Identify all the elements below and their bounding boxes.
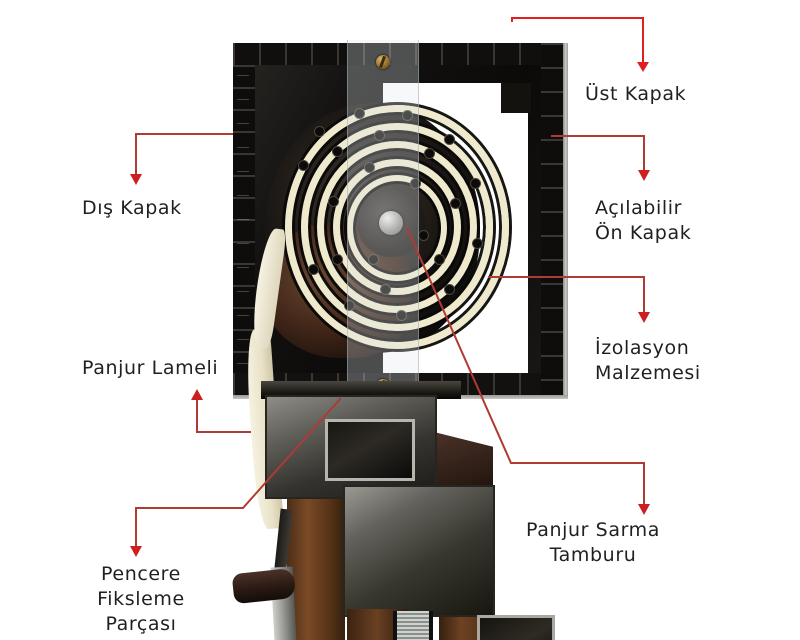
slat-pin	[445, 285, 454, 294]
housing-right-rail	[541, 43, 563, 395]
housing-left-rail	[233, 43, 255, 395]
slat-ring	[317, 141, 477, 313]
label-pencere-fiksleme-parcasi: Pencere Fiksleme Parçası	[97, 563, 185, 635]
slat-ring	[285, 105, 509, 349]
leader-dis-kapak	[130, 133, 233, 185]
profile-head-chamber	[325, 419, 415, 481]
window-profile-assembly	[231, 381, 555, 640]
slat-pin	[473, 239, 482, 248]
slat-pin	[299, 161, 308, 170]
label-ust-kapak: Üst Kapak	[585, 83, 687, 105]
label-acilabilir-on-kapak: Açılabilir Ön Kapak	[595, 197, 692, 244]
slat-pin	[425, 149, 434, 158]
slat-pin	[403, 111, 412, 120]
drum-axle-nut	[379, 211, 403, 235]
slat-pin	[333, 147, 342, 156]
slat-pin	[435, 255, 444, 264]
slat-pin	[419, 231, 428, 240]
profile-head-section	[265, 395, 437, 499]
profile-sash-chamber	[477, 615, 555, 640]
label-izolasyon-malzemesi: İzolasyon Malzemesi	[595, 337, 701, 384]
top-screw	[376, 55, 390, 69]
profile-sash-section	[343, 485, 555, 640]
housing-top-rail	[233, 43, 563, 65]
slat-pin	[329, 197, 338, 206]
housing-right-rim	[563, 43, 568, 395]
slat-pin	[333, 255, 342, 264]
slat-pin	[315, 127, 324, 136]
slat-ring	[333, 159, 461, 295]
slat-pin	[451, 199, 460, 208]
shutter-box-housing	[233, 40, 568, 460]
slat-pin	[471, 179, 480, 188]
slat-pin	[369, 255, 378, 264]
slat-pin	[355, 109, 364, 118]
slat-pin	[365, 163, 374, 172]
label-panjur-lameli: Panjur Lameli	[82, 357, 219, 379]
slat-pin	[411, 179, 420, 188]
label-panjur-sarma-tamburu: Panjur Sarma Tamburu	[526, 519, 660, 566]
wood-grain-left	[287, 491, 345, 640]
slat-pin	[445, 135, 454, 144]
slat-pin	[397, 311, 406, 320]
slat-pin	[381, 285, 390, 294]
cutaway-notch	[501, 83, 531, 113]
slat-pin	[309, 265, 318, 274]
slat-pin	[375, 131, 384, 140]
glazing-unit	[393, 611, 433, 640]
slat-pin	[345, 301, 354, 310]
slat-ring	[301, 123, 493, 331]
label-dis-kapak: Dış Kapak	[82, 197, 182, 219]
